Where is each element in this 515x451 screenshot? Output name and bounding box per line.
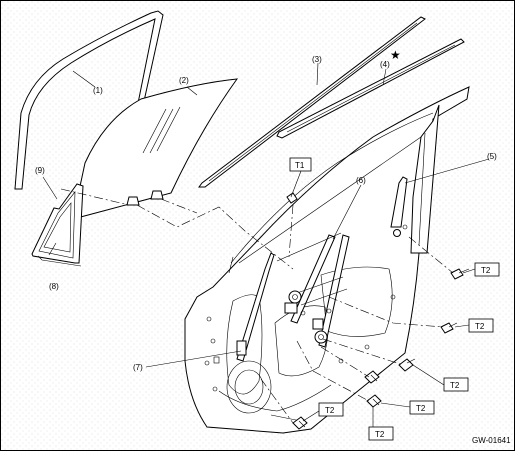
quarter-glass [31,183,84,264]
label-part-1: (1) [93,86,103,95]
bolt-right-middle [440,322,458,334]
bolt-lower-b [366,394,382,408]
torque-label-t1: T1 [295,161,305,170]
torque-label-t2: T2 [475,322,485,331]
front-door-panel [184,86,470,434]
bolt-lower-a [364,370,380,384]
outer-weatherstrip [198,16,426,188]
label-part-2: (2) [179,76,189,85]
torque-box-t2-a: T2 [474,262,500,277]
bolt-right-upper [450,268,470,280]
torque-box-t2-e: T2 [318,402,344,417]
torque-box-t2-b: T2 [468,318,494,333]
torque-label-t2: T2 [375,430,385,439]
torque-label-t2: T2 [325,406,335,415]
label-part-5: (5) [487,152,497,161]
bolt-bottom [292,416,308,430]
torque-label-t2: T2 [481,266,491,275]
label-part-7: (7) [133,363,143,372]
door-molding [276,38,465,139]
front-sash [236,252,275,362]
window-regulator [276,232,350,348]
torque-box-t2-f: T2 [368,426,394,441]
door-glass [72,78,239,220]
torque-box-t2-c: T2 [443,377,469,392]
torque-box-t2-d: T2 [409,400,435,415]
figure-code: GW-01641 [472,436,511,445]
torque-label-t2: T2 [450,381,460,390]
label-part-4: (4) [380,60,390,69]
bolt-t1 [286,192,298,204]
leader-lines [42,62,490,427]
rear-sash [390,176,408,237]
assembly-lines [60,188,454,424]
label-part-3: (3) [312,55,322,64]
torque-label-t2: T2 [416,404,426,413]
star-symbol: ★ [390,48,401,62]
label-part-8: (8) [49,282,59,291]
label-part-6: (6) [356,176,366,185]
torque-box-t1: T1 [289,157,312,172]
label-part-9: (9) [35,166,45,175]
quarter-weatherstrip [37,255,82,267]
